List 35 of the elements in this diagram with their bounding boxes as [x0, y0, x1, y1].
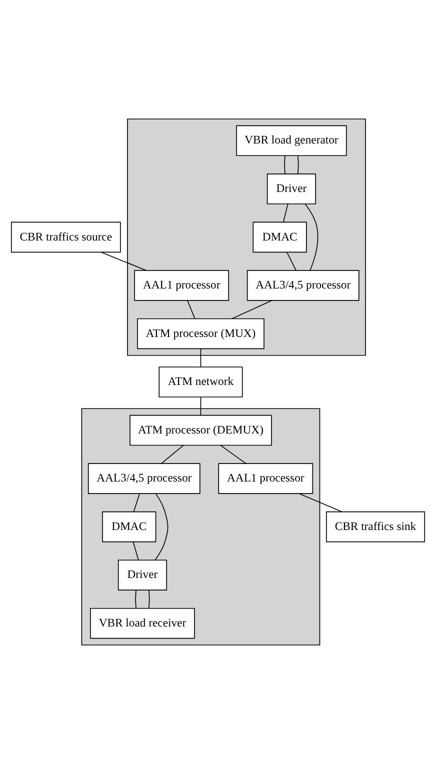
connector [231, 300, 272, 319]
node-box: DMAC [252, 221, 307, 252]
node-box: AAL1 processor [134, 270, 230, 300]
node-box: VBR load generator [236, 124, 347, 156]
node-box: Driver [266, 173, 316, 204]
connector [298, 492, 343, 512]
connector [297, 154, 299, 174]
node-box: AAL1 processor [218, 462, 314, 494]
connector [200, 396, 202, 416]
node-box: AAL3/4,5 processor [246, 270, 360, 300]
connector [132, 540, 139, 560]
node-box: VBR load receiver [90, 607, 195, 638]
connector [284, 154, 286, 174]
connector [135, 589, 136, 608]
node-box: CBR traffics source [10, 221, 121, 252]
connector [286, 251, 296, 270]
connector [282, 203, 288, 222]
node-box: Driver [118, 559, 168, 590]
connector [220, 444, 246, 464]
connector [154, 492, 168, 560]
node-box: AAL3/4,5 processor [88, 462, 200, 494]
connector [187, 300, 196, 319]
node-box: ATM network [158, 366, 243, 397]
cluster [127, 118, 366, 356]
connector [148, 589, 150, 608]
node-box: DMAC [102, 510, 156, 542]
connector [160, 444, 184, 464]
connector [100, 251, 147, 270]
node-box: ATM processor (DEMUX) [130, 414, 272, 446]
connector [304, 203, 318, 270]
node-box: ATM processor (MUX) [137, 318, 264, 349]
connector [133, 492, 140, 512]
connector [200, 348, 202, 367]
cluster [81, 408, 320, 645]
node-box: CBR traffics sink [326, 510, 426, 542]
